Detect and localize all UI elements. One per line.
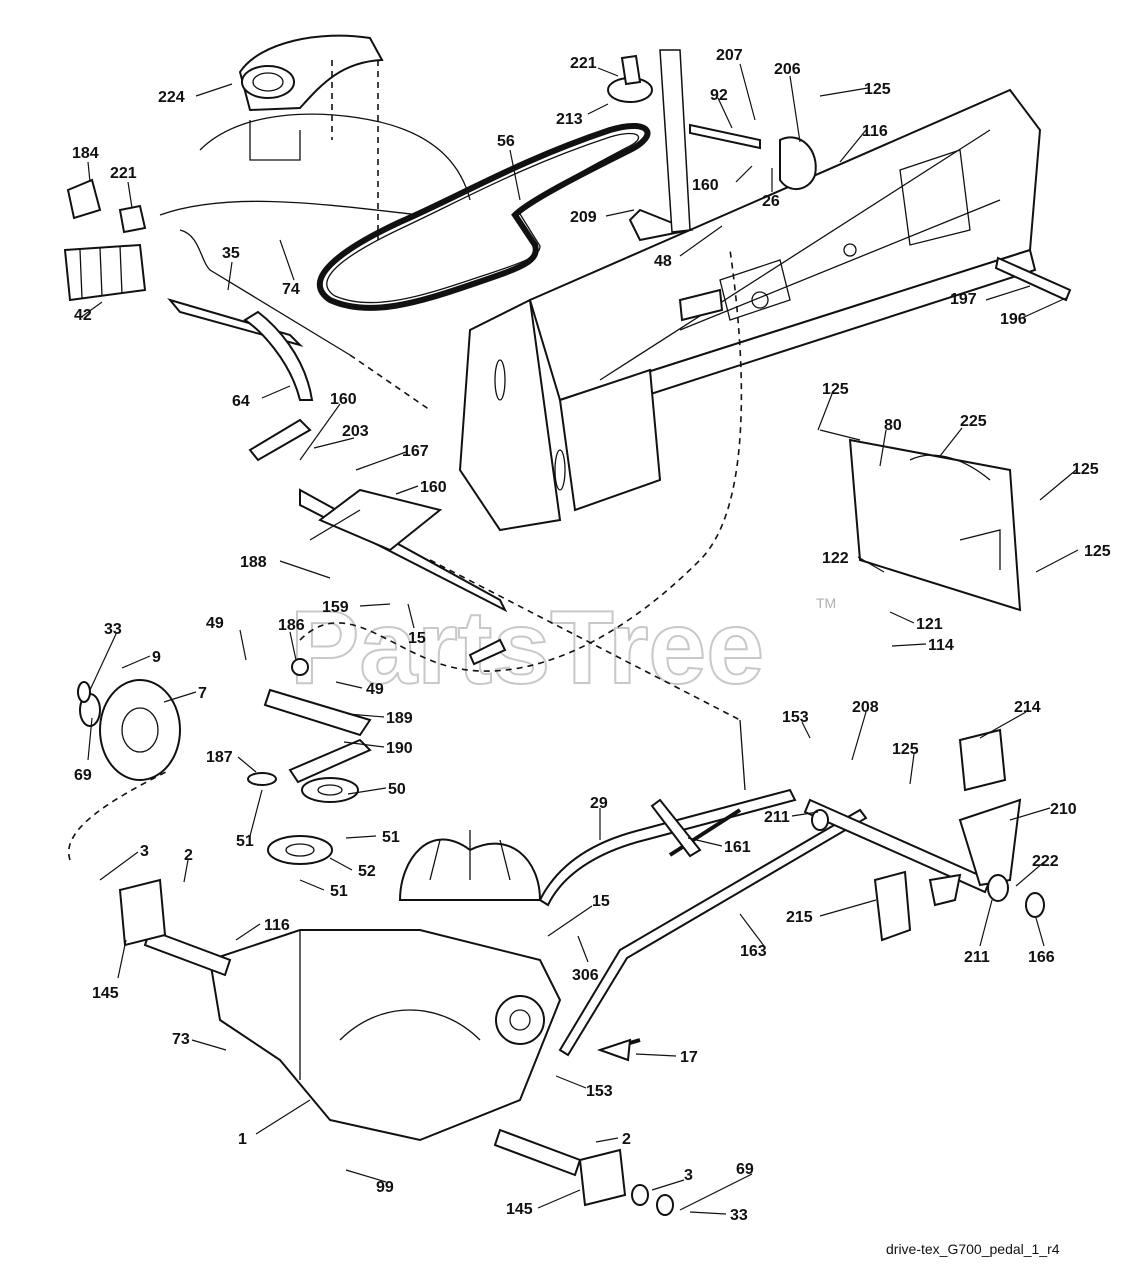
callout-label: 64	[232, 393, 250, 410]
callout-label: 114	[928, 637, 954, 654]
callout-label: 207	[716, 47, 743, 64]
callout-label: 203	[342, 423, 369, 440]
callout-labels: 224 221 213 207 206 125 56 92 184 221 11…	[72, 47, 1111, 1224]
callout-label: 51	[382, 829, 400, 846]
callout-label: 209	[570, 209, 597, 226]
callout-label: 208	[852, 699, 879, 716]
callout-label: 189	[386, 710, 413, 727]
pedal-assembly	[803, 728, 1045, 942]
callout-label: 116	[862, 123, 888, 140]
callout-label: 214	[1014, 699, 1041, 716]
small-parts	[63, 49, 1072, 1062]
cross-shaft	[299, 488, 508, 613]
callout-label: 9	[152, 649, 161, 666]
callout-label: 166	[1028, 949, 1055, 966]
callout-label: 187	[206, 749, 233, 766]
callout-label: 69	[74, 767, 92, 784]
callout-label: 1	[238, 1131, 247, 1148]
callout-label: 3	[140, 843, 149, 860]
callout-label: 125	[864, 81, 891, 98]
callout-label: 74	[282, 281, 300, 298]
callout-label: 69	[736, 1161, 754, 1178]
callout-label: 125	[1084, 543, 1111, 560]
callout-label: 206	[774, 61, 801, 78]
shift-rod	[167, 229, 431, 462]
wheel-hub	[77, 679, 181, 781]
callout-label: 145	[92, 985, 119, 1002]
callout-label: 80	[884, 417, 902, 434]
callout-label: 221	[570, 55, 597, 72]
callout-label: 49	[366, 681, 384, 698]
file-name-label: drive-tex_G700_pedal_1_r4	[886, 1241, 1060, 1257]
callout-label: 51	[330, 883, 348, 900]
callout-label: 2	[184, 847, 193, 864]
callout-label: 48	[654, 253, 672, 270]
callout-label: 145	[506, 1201, 533, 1218]
callout-label: 153	[586, 1083, 613, 1100]
callout-label: 125	[822, 381, 849, 398]
callout-label: 99	[376, 1179, 394, 1196]
callout-label: 73	[172, 1031, 190, 1048]
callout-label: 15	[408, 630, 426, 647]
watermark: PartsTree	[290, 590, 764, 706]
callout-label: 211	[964, 949, 990, 966]
callout-label: 26	[762, 193, 780, 210]
pedal-bracket-plate	[819, 429, 1022, 612]
callout-label: 184	[72, 145, 99, 162]
callout-label: 52	[358, 863, 376, 880]
callout-label: 160	[330, 391, 357, 408]
callout-label: 222	[1032, 853, 1059, 870]
callout-label: 224	[158, 89, 185, 106]
callout-label: 125	[1072, 461, 1099, 478]
callout-label: 167	[402, 443, 429, 460]
callout-label: 210	[1050, 801, 1077, 818]
callout-label: 221	[110, 165, 137, 182]
callout-label: 160	[420, 479, 447, 496]
callout-label: 35	[222, 245, 240, 262]
callout-label: 33	[730, 1207, 748, 1224]
transaxle	[118, 830, 674, 1216]
callout-label: 197	[950, 291, 977, 308]
callout-label: 160	[692, 177, 719, 194]
callout-label: 15	[592, 893, 610, 910]
tractor-frame	[458, 88, 1042, 532]
callout-label: 33	[104, 621, 122, 638]
callout-label: 50	[388, 781, 406, 798]
callout-label: 42	[74, 307, 92, 324]
callout-label: 3	[684, 1167, 693, 1184]
idler-assembly	[247, 658, 372, 865]
callout-label: 306	[572, 967, 599, 984]
callout-label: 188	[240, 554, 267, 571]
callout-label: 190	[386, 740, 413, 757]
callout-label: 213	[556, 111, 583, 128]
callout-label: 161	[724, 839, 751, 856]
callout-label: 186	[278, 617, 305, 634]
callout-label: 56	[497, 133, 515, 150]
callout-label: 125	[892, 741, 919, 758]
callout-label: 159	[322, 599, 349, 616]
callout-label: 211	[764, 809, 790, 826]
callout-label: 215	[786, 909, 813, 926]
callout-label: 51	[236, 833, 254, 850]
dashed-paths	[67, 249, 743, 861]
callout-leaders	[79, 63, 1079, 1215]
callout-label: 49	[206, 615, 224, 632]
callout-label: 153	[782, 709, 809, 726]
callout-label: 2	[622, 1131, 631, 1148]
callout-label: 92	[710, 87, 728, 104]
callout-label: 116	[264, 917, 290, 934]
callout-label: 29	[590, 795, 608, 812]
callout-label: 121	[916, 616, 943, 633]
callout-label: 196	[1000, 311, 1027, 328]
callout-label: 163	[740, 943, 767, 960]
drive-belt	[316, 123, 651, 311]
callout-label: 225	[960, 413, 987, 430]
control-rods	[538, 719, 868, 1057]
callout-label: 122	[822, 550, 849, 567]
watermark-trademark: TM	[816, 595, 836, 611]
fender-seat-pan	[159, 34, 471, 240]
callout-label: 7	[198, 685, 207, 702]
callout-label: 17	[680, 1049, 698, 1066]
